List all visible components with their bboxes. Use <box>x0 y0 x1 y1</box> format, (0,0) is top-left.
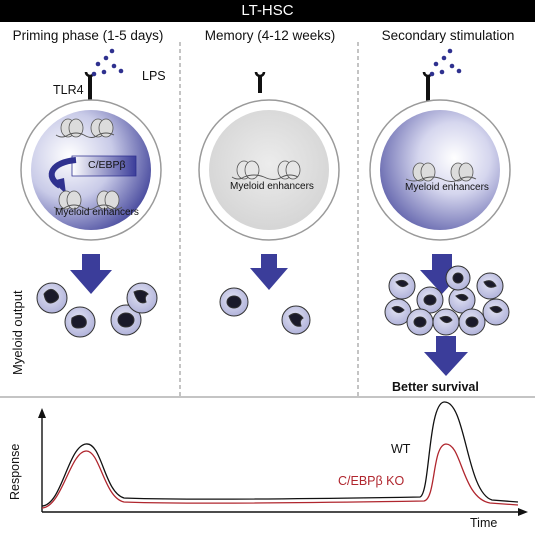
nucleosomes-bottom <box>58 190 120 210</box>
nucleus-memory <box>209 110 329 230</box>
nucleus-secondary <box>380 110 500 230</box>
down-arrow-icon-2 <box>250 254 288 290</box>
tlr4-receptor-icon-2 <box>254 71 266 93</box>
cebpb-label: C/EBPβ <box>88 159 126 171</box>
cebpb-tag <box>71 155 137 177</box>
down-arrow-icon-4 <box>424 336 468 376</box>
header-title: LT-HSC <box>0 0 535 22</box>
myeloid-cells-priming <box>36 282 158 338</box>
ko-response-curve <box>41 443 519 509</box>
column-title-memory: Memory (4-12 weeks) <box>204 28 336 43</box>
myeloid-enhancers-label-2: Myeloid enhancers <box>230 181 314 192</box>
lps-label: LPS <box>142 69 166 83</box>
legend-wt: WT <box>391 442 411 456</box>
myeloid-output-label: Myeloid output <box>10 290 25 375</box>
nucleosomes-top <box>60 118 114 138</box>
nucleosomes-memory <box>236 160 301 180</box>
tlr4-receptor-icon-3 <box>422 71 434 101</box>
nucleosomes-secondary <box>412 162 474 182</box>
tlr4-label: TLR4 <box>53 83 84 97</box>
myeloid-cells-secondary <box>384 265 510 336</box>
column-title-secondary: Secondary stimulation <box>381 28 515 43</box>
myeloid-cells-memory <box>219 287 311 335</box>
lps-particles-icon <box>91 48 124 77</box>
graph-y-label: Response <box>8 443 22 500</box>
myeloid-enhancers-label-1: Myeloid enhancers <box>55 207 139 218</box>
wt-response-curve <box>41 401 519 507</box>
down-arrow-icon <box>70 254 112 294</box>
column-title-priming: Priming phase (1-5 days) <box>12 28 164 43</box>
tlr4-receptor-icon <box>84 71 96 101</box>
better-survival-label: Better survival <box>392 380 479 394</box>
myeloid-enhancers-label-3: Myeloid enhancers <box>405 182 489 193</box>
legend-ko: C/EBPβ KO <box>338 474 405 488</box>
lps-particles-icon-2 <box>429 48 462 77</box>
graph-x-label: Time <box>470 516 498 530</box>
